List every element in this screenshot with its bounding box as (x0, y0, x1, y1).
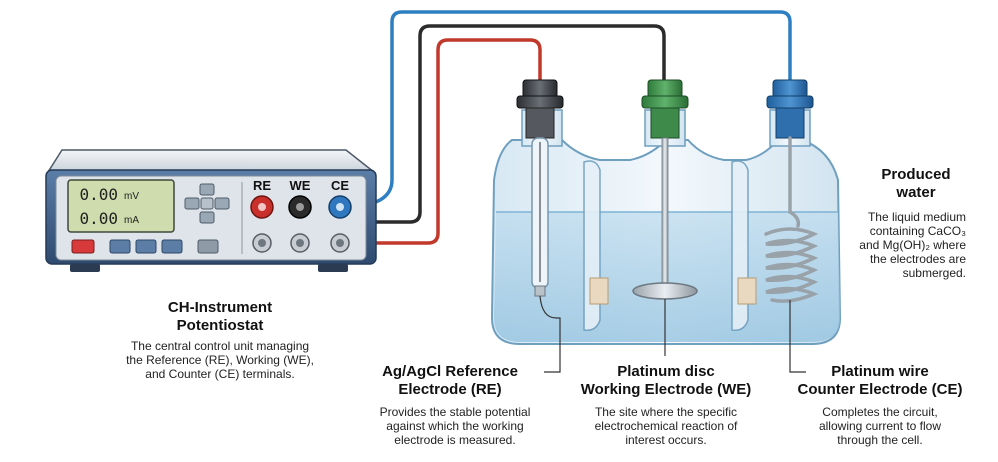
platinum-disc (632, 282, 698, 300)
re-cable (346, 38, 542, 245)
produced-water-label: Produced water The liquid medium contain… (846, 166, 966, 280)
nav-center-button[interactable] (200, 197, 214, 210)
glass-frit-right (737, 277, 757, 305)
terminal-re[interactable] (250, 195, 274, 219)
reference-electrode-title: Ag/AgCl Reference Electrode (RE) (382, 363, 518, 398)
device-foot-left (70, 264, 100, 272)
potentiostat-description: The central control unit managing the Re… (126, 339, 314, 381)
potentiostat-title: CH-Instrument Potentiostat (167, 299, 273, 334)
working-electrode-description: The site where the specific electrochemi… (594, 405, 738, 447)
platinum-wire (764, 136, 819, 303)
nav-right-button[interactable] (214, 197, 230, 210)
lcd-value-2: 0.00 (79, 209, 118, 228)
ce-cable (341, 10, 792, 209)
leader-lines (539, 295, 806, 373)
potentiostat-device (45, 149, 377, 272)
nav-up-button[interactable] (199, 183, 215, 196)
function-button-1[interactable] (109, 239, 131, 254)
working-electrode-label: Platinum disc Working Electrode (WE) The… (566, 363, 766, 447)
working-electrode (632, 79, 698, 300)
reference-electrode-description: Provides the stable potential against wh… (379, 405, 531, 447)
terminal-ce[interactable] (328, 195, 352, 219)
terminal-ce-label: CE (331, 178, 349, 193)
reference-electrode-label: Ag/AgCl Reference Electrode (RE) (360, 363, 540, 399)
power-button[interactable] (71, 239, 95, 254)
socket-we[interactable] (290, 233, 310, 253)
terminal-re-label: RE (253, 178, 271, 193)
counter-electrode-title: Platinum wire Counter Electrode (CE) (797, 363, 963, 398)
lcd-unit-2: mA (124, 215, 139, 226)
nav-down-button[interactable] (199, 211, 215, 224)
lcd-unit-1: mV (124, 191, 139, 202)
potentiostat-label: CH-Instrument Potentiostat The central c… (70, 299, 370, 381)
function-button-4[interactable] (197, 239, 219, 254)
lcd-display (67, 179, 175, 233)
navigation-pad[interactable] (184, 183, 230, 224)
nav-left-button[interactable] (184, 197, 200, 210)
terminal-we[interactable] (288, 195, 312, 219)
terminal-we-label: WE (290, 178, 311, 193)
device-foot-right (318, 264, 348, 272)
working-electrode-title: Platinum disc Working Electrode (WE) (580, 363, 752, 398)
counter-electrode-description: Completes the circuit, allowing current … (818, 405, 942, 447)
lcd-value-1: 0.00 (79, 185, 118, 204)
counter-electrode (764, 79, 819, 303)
compartment-wall-left (583, 160, 601, 332)
reference-electrode (516, 79, 564, 297)
compartment-wall-right (731, 160, 749, 332)
function-button-3[interactable] (161, 239, 183, 254)
counter-electrode-label: Platinum wire Counter Electrode (CE) Com… (780, 363, 980, 447)
device-top (46, 149, 377, 173)
produced-water-description: The liquid medium containing CaCO₃ and M… (859, 210, 966, 280)
socket-re[interactable] (252, 233, 272, 253)
socket-ce[interactable] (330, 233, 350, 253)
function-button-2[interactable] (135, 239, 157, 254)
produced-water-title: Produced water (881, 166, 951, 201)
glass-frit-left (589, 277, 609, 305)
